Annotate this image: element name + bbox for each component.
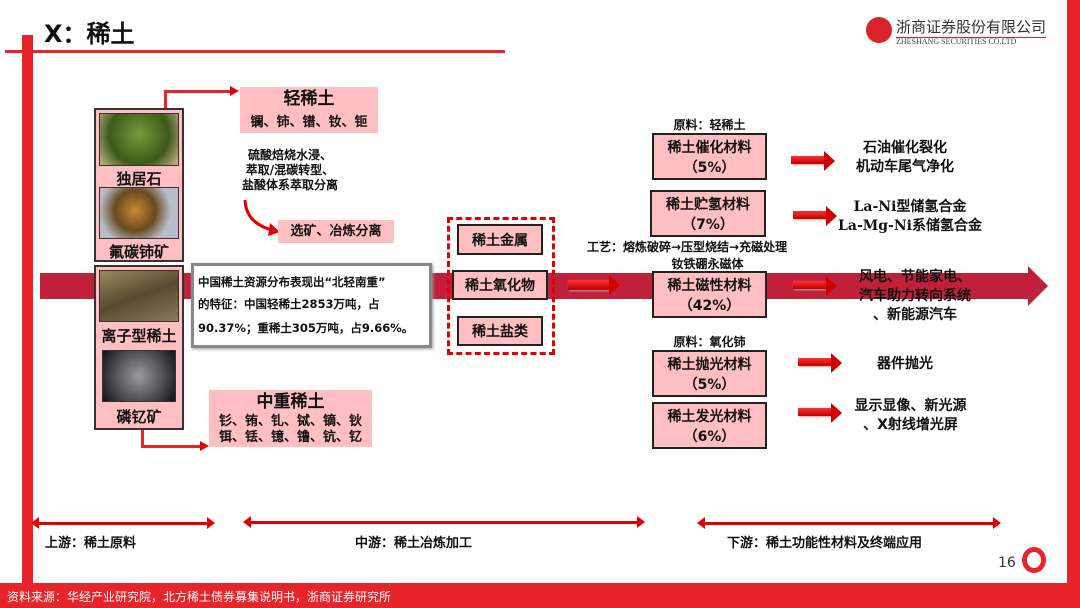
process-line: 硫酸焙烧水浸、: [247, 148, 332, 162]
mineral-label: 磷钇矿: [116, 408, 162, 426]
midstream-dashed-group: [447, 217, 555, 355]
stage-arrow-upstream: [31, 517, 215, 529]
application-text: 显示显像、新光源: [854, 398, 967, 414]
flow-arrow: [568, 275, 620, 295]
info-line: 90.37%；重稀土305万吨，占9.66%。: [198, 321, 414, 335]
raw-material-light: 原料：轻稀土: [673, 118, 746, 132]
midstream-item-oxide: 稀土氧化物: [452, 270, 548, 300]
footer-bar: 资料来源：华经产业研究院，北方稀土债券募集说明书，浙商证券研究所: [0, 583, 1080, 608]
material-share: （5%）: [683, 159, 736, 176]
process-line: 盐酸体系萃取分离: [241, 178, 338, 192]
application-text: La-Ni型储氢合金: [853, 199, 967, 215]
stage-arrow-midstream: [243, 516, 645, 528]
process-text: 硫酸焙烧水浸、 萃取/混碳转型、 盐酸体系萃取分离: [222, 148, 358, 193]
material-catalyst: 稀土催化材料 （5%）: [652, 133, 767, 180]
craft-process: 工艺：熔炼破碎→压型烧结→充磁处理: [587, 240, 788, 254]
left-accent-bar: [22, 35, 33, 583]
application-polishing: 器件抛光: [840, 353, 970, 373]
application-arrow: [798, 403, 842, 423]
connector-line: [164, 90, 232, 93]
ion-adsorption-image: [99, 270, 179, 322]
application-text: La-Mg-Ni系储氢合金: [838, 218, 982, 234]
application-text: 、X射线增光屏: [863, 417, 958, 433]
info-line: 的特征：中国轻稀土2853万吨，占: [198, 297, 380, 311]
heavy-rare-earth-title: 中重稀土: [256, 392, 325, 412]
material-hydrogen-storage: 稀土贮氢材料 （7%）: [650, 190, 766, 237]
material-share: （7%）: [682, 216, 734, 233]
light-rare-earth-title: 轻稀土: [283, 89, 335, 109]
material-name: 稀土抛光材料: [667, 356, 752, 373]
application-text: 汽车助力转向系统: [859, 288, 971, 304]
mineral-group-heavy: 离子型稀土 磷钇矿: [94, 265, 184, 430]
application-arrow: [793, 276, 837, 296]
material-polishing: 稀土抛光材料 （5%）: [652, 350, 767, 397]
application-arrow: [791, 151, 835, 171]
logo-en: ZHESHANG SECURITIES CO.LTD: [896, 37, 1017, 46]
title-underline: [5, 50, 505, 53]
info-line: 中国稀土资源分布表现出“北轻南重”: [198, 275, 386, 289]
material-name: 稀土磁性材料: [667, 277, 752, 294]
material-name: 稀土贮氢材料: [666, 196, 750, 213]
connector-line: [141, 430, 144, 447]
material-magnetic: 稀土磁性材料 （42%）: [652, 271, 767, 318]
monazite-image: [99, 113, 179, 166]
application-text: 机动车尾气净化: [856, 159, 954, 175]
application-magnetic: 风电、节能家电、 汽车助力转向系统 、新能源汽车: [840, 268, 990, 325]
light-rare-earth-box: 轻稀土 镧、铈、镨、钕、钷: [240, 87, 378, 133]
connector-arrowhead: [200, 441, 209, 451]
curved-arrow: [243, 199, 280, 236]
stage-upstream: 上游：稀土原料: [45, 536, 137, 551]
mineral-label: 离子型稀土: [101, 327, 177, 345]
application-text: 、新能源汽车: [873, 307, 957, 323]
xenotime-image: [102, 350, 176, 402]
mineral-label: 氟碳铈矿: [108, 243, 169, 261]
material-luminescent: 稀土发光材料 （6%）: [652, 402, 767, 449]
midstream-item-salt: 稀土盐类: [457, 316, 543, 346]
page-marker-ring-icon: [1022, 547, 1046, 573]
application-arrow: [793, 206, 837, 226]
page-title: X：稀土: [44, 20, 135, 48]
logo-cn: 浙商证券股份有限公司: [896, 18, 1047, 38]
connector-arrowhead: [230, 86, 239, 96]
material-share: （42%）: [678, 297, 741, 314]
material-name: 稀土发光材料: [667, 408, 752, 425]
heavy-rare-earth-elements: 铒、铥、镱、镥、钪、钇: [218, 430, 362, 445]
application-text: 石油催化裂化: [863, 140, 947, 156]
midstream-item-metal: 稀土金属: [457, 224, 543, 255]
mineral-label: 独居石: [116, 170, 162, 188]
process-line: 萃取/混碳转型、: [245, 163, 335, 177]
stage-midstream: 中游：稀土冶炼加工: [355, 536, 473, 551]
footer-source: 资料来源：华经产业研究院，北方稀土债券募集说明书，浙商证券研究所: [7, 590, 392, 604]
material-share: （6%）: [683, 428, 736, 445]
raw-material-ceria: 原料：氧化铈: [673, 335, 746, 349]
connector-line: [141, 445, 201, 448]
material-share: （5%）: [683, 376, 736, 393]
stage-downstream: 下游：稀土功能性材料及终端应用: [727, 536, 923, 551]
heavy-rare-earth-box: 中重稀土 钐、铕、钆、铽、镝、钬 铒、铥、镱、镥、钪、钇: [209, 390, 372, 447]
application-hydrogen: La-Ni型储氢合金 La-Mg-Ni系储氢合金: [830, 198, 990, 236]
application-text: 风电、节能家电、: [859, 269, 971, 285]
mineral-group-light: 独居石 氟碳铈矿: [94, 108, 184, 262]
value-chain-arrowhead: [1028, 266, 1048, 306]
ndfeb-label: 钕铁硼永磁体: [671, 257, 744, 271]
right-edge-bar: [1067, 0, 1080, 608]
company-logo: [866, 17, 892, 43]
heavy-rare-earth-elements: 钐、铕、钆、铽、镝、钬: [218, 414, 362, 429]
separation-box: 选矿、冶炼分离: [278, 220, 394, 243]
bastnaesite-image: [99, 187, 179, 239]
application-text: 器件抛光: [877, 356, 933, 372]
resource-info-box: 中国稀土资源分布表现出“北轻南重” 的特征：中国轻稀土2853万吨，占 90.3…: [191, 263, 432, 348]
page-number: 16: [998, 555, 1016, 571]
light-rare-earth-elements: 镧、铈、镨、钕、钷: [250, 115, 368, 130]
application-catalyst: 石油催化裂化 机动车尾气净化: [830, 139, 980, 177]
application-arrow: [798, 353, 842, 373]
material-name: 稀土催化材料: [667, 139, 752, 156]
connector-line: [164, 90, 167, 108]
application-luminescent: 显示显像、新光源 、X射线增光屏: [838, 397, 983, 435]
stage-arrow-downstream: [697, 517, 1001, 529]
